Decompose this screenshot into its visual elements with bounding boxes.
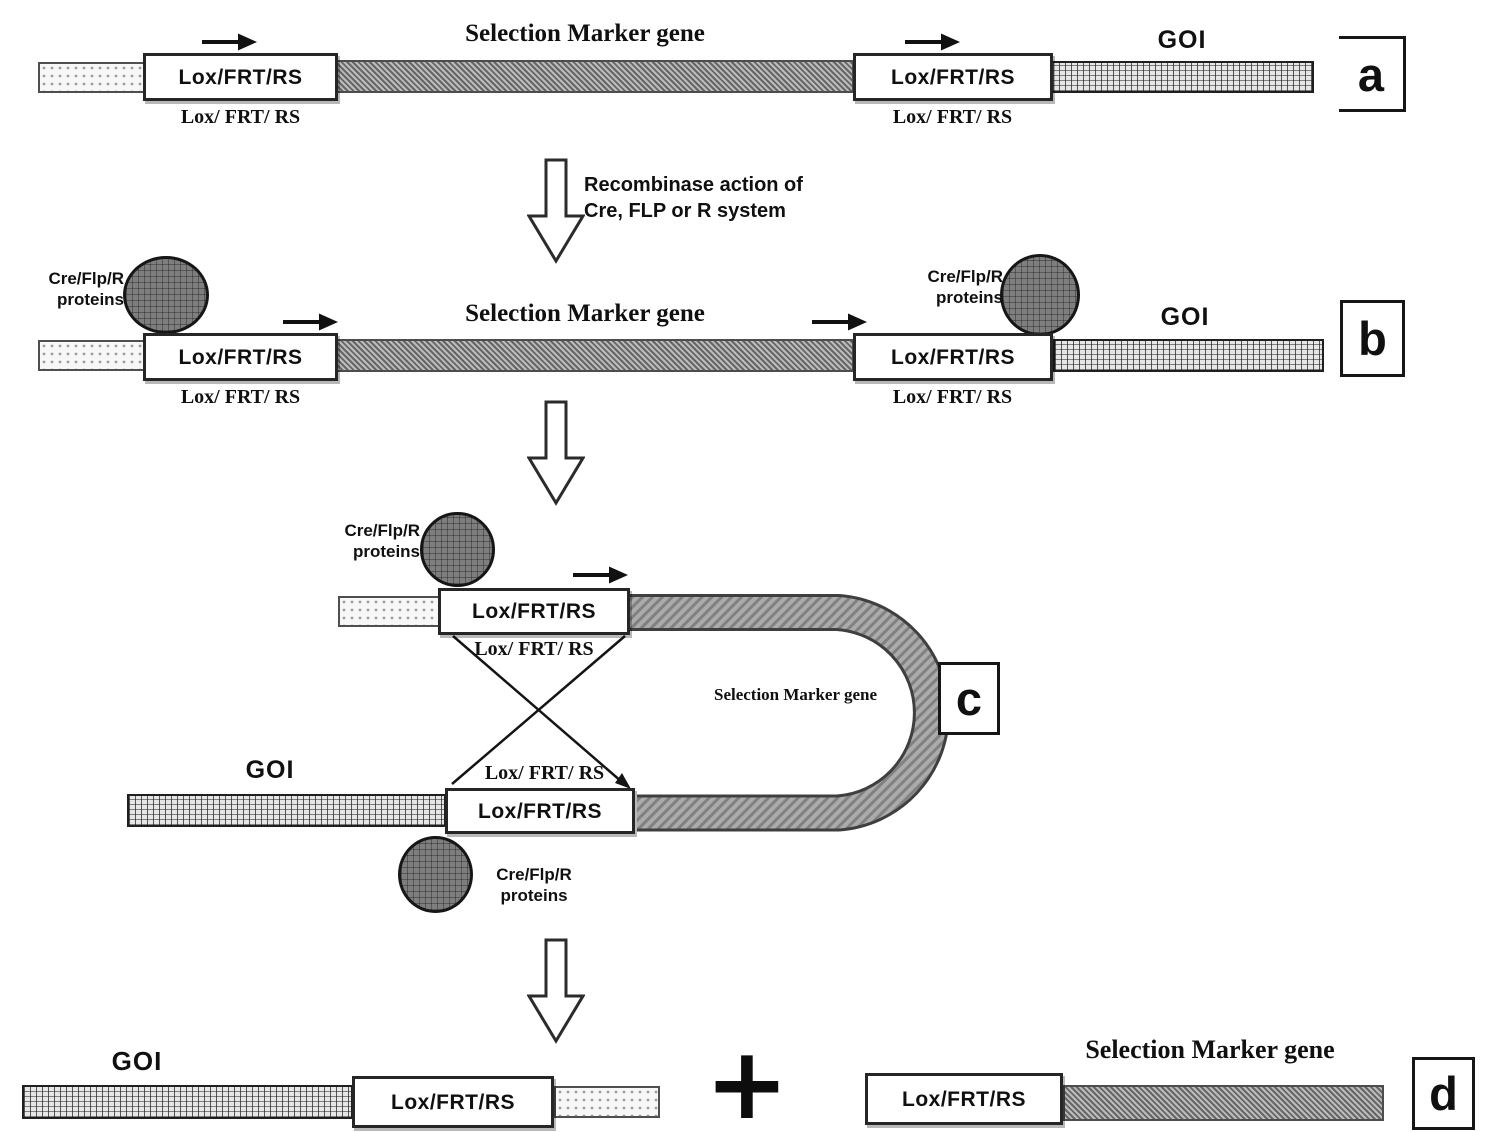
panel-c-goi-bar bbox=[127, 794, 446, 827]
selection-marker-loop bbox=[630, 597, 947, 829]
panel-b-site-label-1: Lox/ FRT/ RS bbox=[180, 386, 301, 408]
proteins-line1: Cre/Flp/R bbox=[927, 267, 1003, 286]
panel-a-site-box-1: Lox/FRT/RS bbox=[143, 53, 338, 101]
panel-a-goi-bar bbox=[1051, 61, 1314, 93]
panel-a-direction-arrow-icon-2 bbox=[905, 33, 960, 51]
recombinase-caption-line2: Cre, FLP or R system bbox=[584, 200, 786, 222]
panel-a-letter: a bbox=[1339, 36, 1406, 112]
panel-c-proteins-label-top: Cre/Flp/R proteins bbox=[298, 520, 420, 563]
panel-d-selection-marker-title: Selection Marker gene bbox=[1085, 1035, 1335, 1064]
panel-b-selection-marker-bar bbox=[336, 339, 854, 372]
panel-b-letter: b bbox=[1340, 300, 1405, 377]
proteins-line1: Cre/Flp/R bbox=[344, 521, 420, 540]
panel-a-site-label-1: Lox/ FRT/ RS bbox=[180, 106, 301, 128]
panel-d-goi-bar bbox=[22, 1085, 353, 1119]
panel-b-site-box-2: Lox/FRT/RS bbox=[853, 333, 1053, 381]
proteins-line2: proteins bbox=[352, 542, 420, 562]
panel-c-selection-marker-title: Selection Marker gene bbox=[713, 685, 878, 704]
panel-c-dotted-flank-bar bbox=[338, 596, 444, 627]
panel-c-recombinase-circle-top bbox=[420, 512, 495, 587]
panel-c-site-box-top: Lox/FRT/RS bbox=[438, 588, 630, 635]
process-arrow-icon-2 bbox=[527, 400, 585, 506]
panel-d-dotted-flank-bar bbox=[554, 1086, 660, 1118]
panel-b-recombinase-circle-1 bbox=[123, 256, 209, 334]
panel-b-goi-label: GOI bbox=[1160, 303, 1210, 331]
recombinase-caption: Recombinase action of Cre, FLP or R syst… bbox=[584, 172, 854, 224]
panel-b-dotted-flank-bar bbox=[38, 340, 150, 371]
panel-d-letter: d bbox=[1412, 1057, 1475, 1130]
panel-a-goi-label: GOI bbox=[1157, 26, 1207, 54]
panel-b-proteins-label-2: Cre/Flp/R proteins bbox=[885, 266, 1003, 309]
panel-d-goi-label: GOI bbox=[111, 1046, 163, 1076]
panel-a-site-label-2: Lox/ FRT/ RS bbox=[892, 106, 1013, 128]
panel-b-recombinase-circle-2 bbox=[1000, 254, 1080, 336]
panel-d-selection-marker-bar bbox=[1063, 1085, 1384, 1121]
panel-b-selection-marker-title: Selection Marker gene bbox=[465, 300, 705, 327]
panel-d-site-box-1: Lox/FRT/RS bbox=[352, 1076, 554, 1128]
proteins-line2: proteins bbox=[56, 290, 124, 310]
panel-a-selection-marker-bar bbox=[336, 60, 854, 93]
panel-b-direction-arrow-icon-2 bbox=[812, 313, 867, 331]
panel-b-site-box-1: Lox/FRT/RS bbox=[143, 333, 338, 381]
panel-d-site-box-2: Lox/FRT/RS bbox=[865, 1073, 1063, 1125]
panel-c-site-label-top: Lox/ FRT/ RS bbox=[474, 638, 594, 660]
recombinase-caption-line1: Recombinase action of bbox=[584, 174, 803, 196]
panel-a-dotted-flank-bar bbox=[38, 62, 150, 93]
proteins-line2: proteins bbox=[500, 886, 568, 906]
process-arrow-icon-3 bbox=[527, 938, 585, 1044]
panel-c-goi-label: GOI bbox=[245, 756, 295, 784]
proteins-line2: proteins bbox=[935, 288, 1003, 308]
panel-b-proteins-label-1: Cre/Flp/R proteins bbox=[2, 268, 124, 311]
panel-a-selection-marker-title: Selection Marker gene bbox=[465, 20, 705, 47]
panel-b-direction-arrow-icon-1 bbox=[283, 313, 338, 331]
proteins-line1: Cre/Flp/R bbox=[496, 865, 572, 884]
panel-a-direction-arrow-icon-1 bbox=[202, 33, 257, 51]
selection-marker-loop-outline bbox=[630, 594, 950, 832]
plus-sign: + bbox=[705, 1025, 789, 1132]
panel-c-direction-arrow-icon bbox=[573, 566, 628, 584]
panel-c-site-label-bottom: Lox/ FRT/ RS bbox=[484, 762, 605, 784]
panel-c-recombinase-circle-bottom bbox=[398, 836, 473, 913]
process-arrow-icon-1 bbox=[527, 158, 585, 264]
proteins-line1: Cre/Flp/R bbox=[48, 269, 124, 288]
panel-a-site-box-2: Lox/FRT/RS bbox=[853, 53, 1053, 101]
panel-b-site-label-2: Lox/ FRT/ RS bbox=[892, 386, 1013, 408]
panel-c-letter: c bbox=[938, 662, 1000, 735]
panel-c-proteins-label-bottom: Cre/Flp/R proteins bbox=[478, 864, 590, 907]
panel-c-site-box-bottom: Lox/FRT/RS bbox=[445, 788, 635, 834]
panel-b-goi-bar bbox=[1053, 339, 1324, 372]
